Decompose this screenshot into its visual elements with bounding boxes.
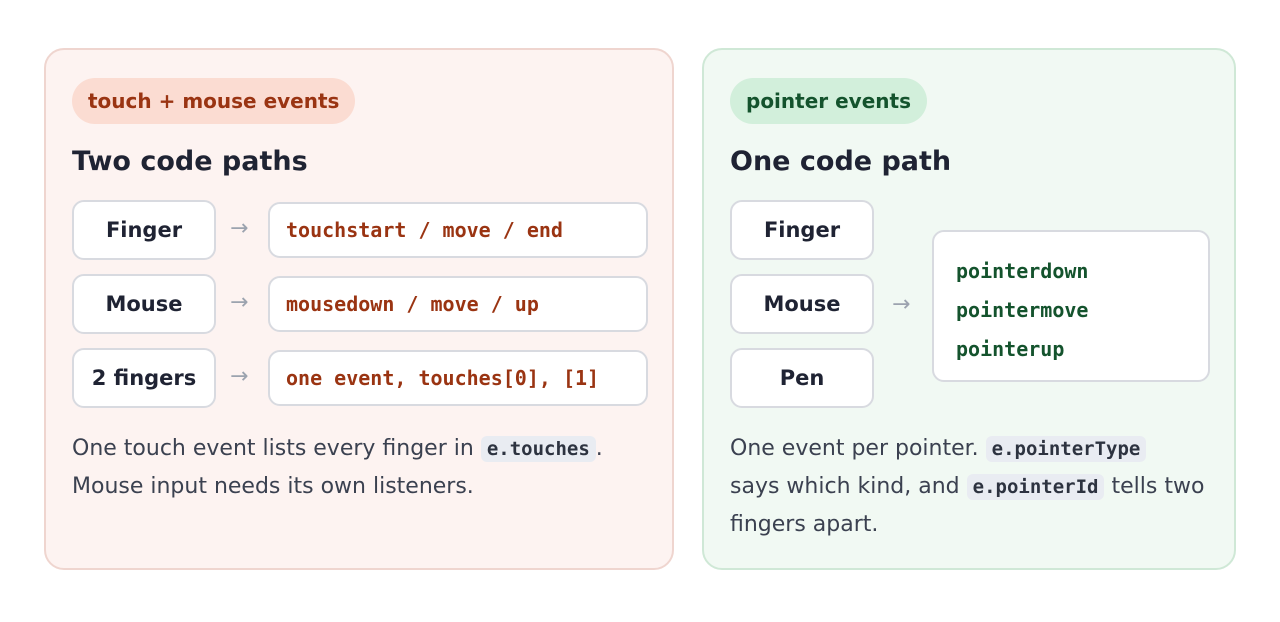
code-chip-pointer-type: e.pointerType — [985, 436, 1147, 462]
note-text: One touch event lists every finger in — [72, 436, 481, 461]
touch-mouse-panel: touch + mouse events Two code paths Fing… — [44, 48, 674, 570]
input-finger-box: Finger — [730, 200, 874, 260]
event-chain-box: touchstart / move / end — [268, 202, 648, 258]
note-text: tells two fingers apart. — [730, 474, 1205, 537]
input-label: Finger — [763, 218, 841, 242]
code-chip-touches: e.touches — [480, 436, 596, 462]
touch-mouse-badge: touch + mouse events — [72, 78, 356, 124]
note-text: Mouse input needs its own listeners. — [72, 474, 474, 499]
note-text: says which kind, and — [730, 474, 967, 499]
input-finger-box: Finger — [72, 200, 216, 260]
input-label: Mouse — [763, 292, 841, 316]
pointer-events-box: pointerdown pointermove pointerup — [932, 230, 1210, 382]
note-text: . — [595, 436, 603, 461]
arrow-icon: → — [230, 216, 249, 241]
event-name: pointerdown — [956, 259, 1089, 283]
input-label: Mouse — [105, 292, 183, 316]
input-two-fingers-box: 2 fingers — [72, 348, 216, 408]
arrow-icon: → — [892, 292, 911, 317]
event-chain-box: one event, touches[0], [1] — [268, 350, 648, 406]
event-chain-text: one event, touches[0], [1] — [286, 366, 600, 390]
right-panel-title: One code path — [730, 146, 952, 177]
event-chain-text: touchstart / move / end — [286, 218, 563, 242]
event-name: pointermove — [956, 298, 1089, 322]
event-chain-text: mousedown / move / up — [286, 292, 539, 316]
left-panel-title: Two code paths — [72, 146, 308, 177]
note-text: One event per pointer. — [730, 436, 986, 461]
arrow-icon: → — [230, 290, 249, 315]
input-pen-box: Pen — [730, 348, 874, 408]
pointer-events-panel: pointer events One code path Finger Mous… — [702, 48, 1236, 570]
input-label: Pen — [779, 366, 825, 390]
right-panel-note: One event per pointer. e.pointerType say… — [730, 430, 1220, 544]
event-name: pointerup — [956, 337, 1065, 361]
event-chain-box: mousedown / move / up — [268, 276, 648, 332]
arrow-icon: → — [230, 364, 249, 389]
input-mouse-box: Mouse — [730, 274, 874, 334]
code-chip-pointer-id: e.pointerId — [966, 474, 1105, 500]
left-panel-note: One touch event lists every finger in e.… — [72, 430, 662, 506]
pointer-events-badge: pointer events — [730, 78, 927, 124]
input-label: Finger — [105, 218, 183, 242]
input-mouse-box: Mouse — [72, 274, 216, 334]
input-label: 2 fingers — [91, 366, 197, 390]
